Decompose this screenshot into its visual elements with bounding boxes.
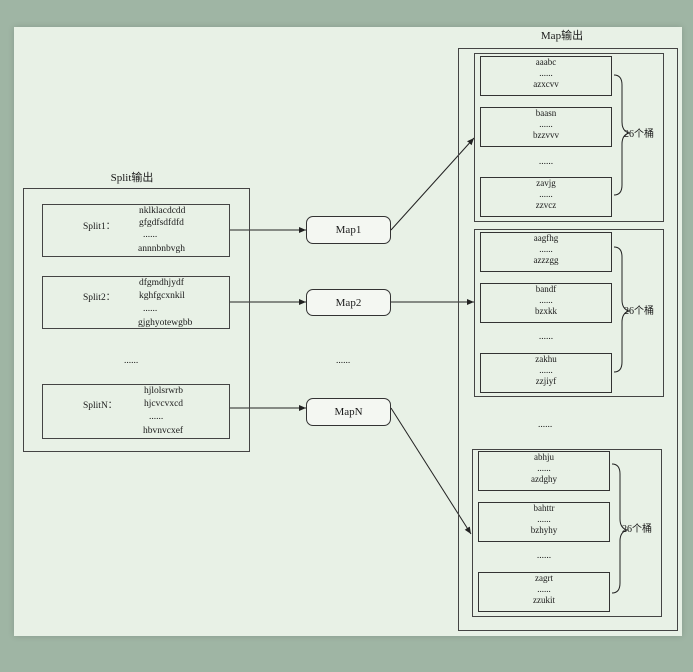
split-line: hjlolsrwrb xyxy=(144,386,184,396)
bucket-group-2 xyxy=(474,229,664,397)
split-line: dfgmdhjydf xyxy=(139,278,184,288)
bucket-line: bzxkk xyxy=(535,306,557,316)
bucket-line: bandf xyxy=(535,284,557,294)
split-line: hbvnvcxef xyxy=(143,426,184,436)
bucket: zavjg......zzvcz xyxy=(480,177,612,217)
arrow-map1-group1 xyxy=(390,137,475,231)
split-output-title: Split输出 xyxy=(110,172,154,184)
bucket-line: baasn xyxy=(535,108,557,118)
bucket-line: zavjg xyxy=(536,178,556,188)
bucket-line: ...... xyxy=(539,119,553,129)
bucket-line: bahttr xyxy=(533,503,555,513)
bucket: aagfhg......azzzgg xyxy=(480,232,612,272)
map-output-title: Map输出 xyxy=(540,30,584,42)
split-line: nklklacdcdd xyxy=(139,206,186,216)
split-line: ...... xyxy=(143,230,158,240)
bucket-line: azxcvv xyxy=(533,79,559,89)
split-line: annnbnbvgh xyxy=(138,244,185,254)
bucket-line: zzukit xyxy=(533,595,555,605)
map-node-2: Map2 xyxy=(306,289,391,316)
bucket-count-label: 26个桶 xyxy=(622,524,652,535)
split-line: gjghyotewgbb xyxy=(138,318,193,328)
bucket-line: ...... xyxy=(537,514,551,524)
split-label: Split1： xyxy=(83,222,116,232)
bucket-line: ...... xyxy=(539,189,553,199)
bucket-line: azdghy xyxy=(531,474,557,484)
bucket-count-label: 26个桶 xyxy=(624,129,654,140)
bucket: zagrt......zzukit xyxy=(478,572,610,612)
bucket-line: abhju xyxy=(534,452,554,462)
bucket-line: zagrt xyxy=(535,573,553,583)
splits-ellipsis: ...... xyxy=(124,356,139,366)
map-ellipsis: ...... xyxy=(336,356,351,366)
bucket-line: ...... xyxy=(537,463,551,473)
split-label: Split2： xyxy=(83,293,116,303)
bucket-line: aaabc xyxy=(535,57,557,67)
bucket-line: zzjiyf xyxy=(535,376,557,386)
bucket-line: aagfhg xyxy=(533,233,559,243)
map-node-n: MapN xyxy=(306,398,391,426)
groups-ellipsis: ...... xyxy=(538,420,553,430)
diagram-canvas: Split输出 Split1： nklklacdcdd gfgdfsdfdfd … xyxy=(14,27,682,636)
connector-layer xyxy=(230,74,631,594)
bucket-line: ...... xyxy=(539,244,553,254)
bucket-line: bzhyhy xyxy=(530,525,558,535)
split-line: ...... xyxy=(143,304,158,314)
bucket-ellipsis: ...... xyxy=(536,551,552,561)
split-line: kghfgcxnkil xyxy=(139,291,185,301)
bucket-line: bzzvvv xyxy=(533,130,559,140)
bucket: baasn......bzzvvv xyxy=(480,107,612,147)
bucket: abhju......azdghy xyxy=(478,451,610,491)
map-node-1: Map1 xyxy=(306,216,391,244)
bucket-line: ...... xyxy=(537,584,551,594)
bucket: bahttr......bzhyhy xyxy=(478,502,610,542)
split-box-n: SplitN： hjlolsrwrb hjcvcvxcd ...... hbvn… xyxy=(42,384,230,439)
split-label: SplitN： xyxy=(83,401,118,411)
split-box-2: Split2： dfgmdhjydf kghfgcxnkil ...... gj… xyxy=(42,276,230,329)
bucket-line: ...... xyxy=(539,68,553,78)
bucket-group-1 xyxy=(474,53,664,222)
bucket-ellipsis: ...... xyxy=(538,332,554,342)
brace-group1 xyxy=(613,74,631,196)
bucket: aaabc......azxcvv xyxy=(480,56,612,96)
map-output-container xyxy=(458,48,678,631)
bucket-line: ...... xyxy=(539,295,553,305)
bucket-count-label: 26个桶 xyxy=(624,306,654,317)
bucket-ellipsis: ...... xyxy=(538,157,554,167)
bucket-group-3 xyxy=(472,449,662,617)
arrow-mapn-groupn xyxy=(390,407,472,535)
bucket: zakhu......zzjiyf xyxy=(480,353,612,393)
bucket: bandf......bzxkk xyxy=(480,283,612,323)
split-output-container xyxy=(23,188,250,452)
bucket-line: azzzgg xyxy=(533,255,559,265)
bucket-line: ...... xyxy=(539,365,553,375)
bucket-line: zakhu xyxy=(535,354,557,364)
split-box-1: Split1： nklklacdcdd gfgdfsdfdfd ...... a… xyxy=(42,204,230,257)
split-line: hjcvcvxcd xyxy=(144,399,184,409)
split-line: gfgdfsdfdfd xyxy=(139,218,184,228)
brace-group3 xyxy=(611,463,629,594)
split-line: ...... xyxy=(149,412,164,422)
bucket-line: zzvcz xyxy=(535,200,557,210)
brace-group2 xyxy=(613,246,631,373)
